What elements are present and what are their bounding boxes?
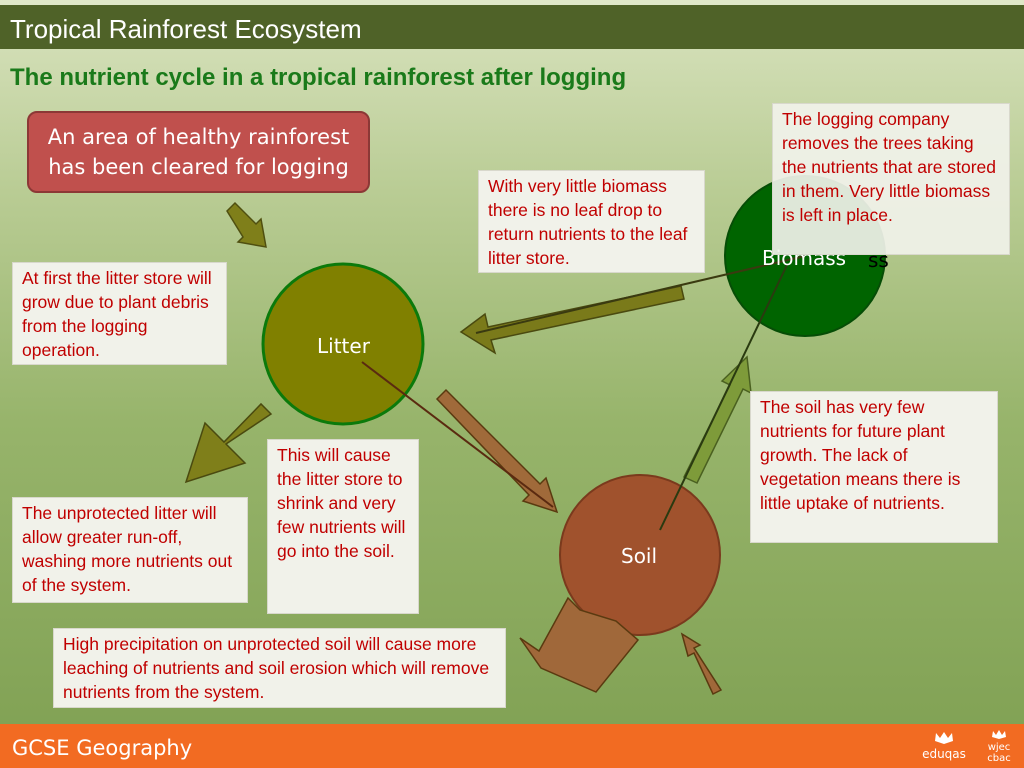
note-soil-few: The soil has very few nutrients for futu… xyxy=(750,391,998,543)
note-logging-company: The logging company removes the trees ta… xyxy=(772,103,1010,255)
footer-bar: GCSE Geography xyxy=(0,724,1024,768)
page-title: Tropical Rainforest Ecosystem xyxy=(10,14,362,44)
wjec-cbac-logo: wjec cbac xyxy=(987,730,1011,764)
note-litter-grow: At first the litter store will grow due … xyxy=(12,262,227,365)
erosion-arrow xyxy=(680,632,723,696)
litter-to-soil-arrow xyxy=(435,388,559,514)
note-no-leaf-drop: With very little biomass there is no lea… xyxy=(478,170,705,273)
litter-runoff-arrow xyxy=(184,402,273,484)
callout-arrow xyxy=(226,201,267,248)
biomass-to-litter-arrow xyxy=(459,285,685,355)
svg-text:eduqas: eduqas xyxy=(922,747,966,761)
note-litter-shrink: This will cause the litter store to shri… xyxy=(267,439,419,614)
soil-to-biomass-arrow xyxy=(682,355,752,484)
slide-subtitle: The nutrient cycle in a tropical rainfor… xyxy=(10,64,627,91)
litter-label: Litter xyxy=(317,334,370,358)
note-precipitation: High precipitation on unprotected soil w… xyxy=(53,628,506,708)
note-run-off: The unprotected litter will allow greate… xyxy=(12,497,248,603)
biomass-to-litter-line xyxy=(475,255,806,334)
litter-to-soil-line xyxy=(361,361,554,508)
logging-callout: An area of healthy rainforest has been c… xyxy=(27,111,370,193)
soil-label: Soil xyxy=(621,544,658,568)
soil-to-biomass-line xyxy=(659,264,788,531)
soil-node xyxy=(559,474,721,636)
svg-text:wjec: wjec xyxy=(988,742,1011,753)
litter-node xyxy=(261,262,425,426)
top-rule xyxy=(0,0,1024,5)
footer-course-label: GCSE Geography xyxy=(12,736,193,760)
eduqas-logo: eduqas xyxy=(922,732,966,761)
svg-text:cbac: cbac xyxy=(987,753,1010,764)
header-bar: Tropical Rainforest Ecosystem xyxy=(0,5,1024,49)
soil-leaching-arrow xyxy=(519,596,640,693)
